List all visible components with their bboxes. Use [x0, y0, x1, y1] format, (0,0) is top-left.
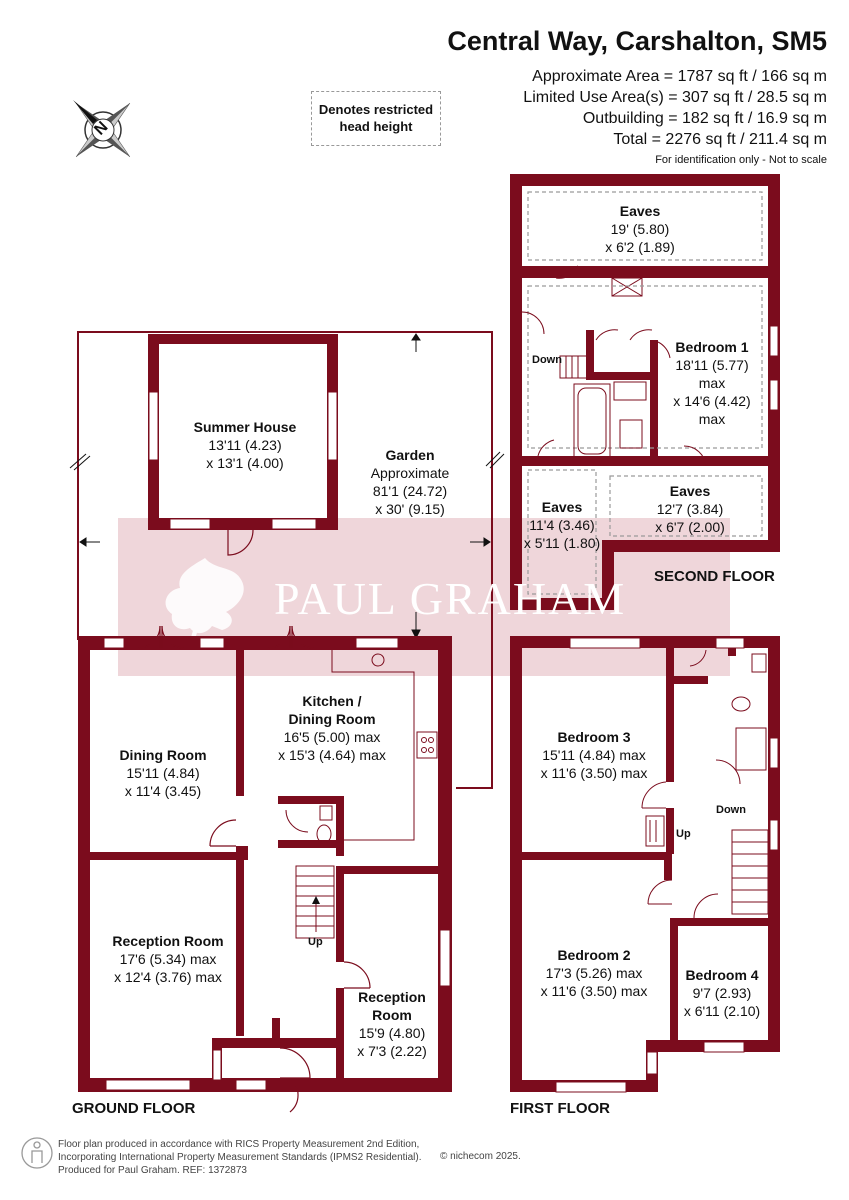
ground-floor-windows [103, 637, 451, 1091]
room-dimension: x 5'11 (1.80) [523, 535, 601, 551]
footer-copyright: © nichecom 2025. [440, 1151, 521, 1162]
room-dimension: 12'7 (3.84) [656, 501, 724, 517]
room-dimension: x 6'11 (2.10) [683, 1003, 761, 1019]
room-label-bedroom-1: Bedroom 1 18'11 (5.77) max x 14'6 (4.42)… [673, 338, 750, 428]
room-dimension: 15'11 (4.84) [126, 765, 200, 781]
room-dimension: x 6'7 (2.00) [655, 519, 725, 535]
second-floor-windows [611, 277, 779, 411]
up-arrow-icon [312, 896, 320, 904]
room-label-kitchen: Kitchen / Dining Room 16'5 (5.00) max x … [278, 692, 386, 764]
stairs-down-label-second: Down [532, 354, 562, 366]
room-label-bedroom-2: Bedroom 2 17'3 (5.26) max x 11'6 (3.50) … [541, 946, 648, 1000]
room-name: Bedroom 2 [557, 947, 631, 963]
stairs-up-label-first: Up [676, 828, 691, 840]
room-label-reception-room: Reception Room 17'6 (5.34) max x 12'4 (3… [112, 932, 223, 986]
stairs-up-label-ground: Up [308, 936, 323, 948]
room-dimension: 19' (5.80) [610, 221, 670, 237]
room-name: Dining Room [288, 711, 376, 727]
room-name: Eaves [619, 203, 661, 219]
room-dimension: x 11'4 (3.45) [124, 783, 202, 799]
room-dimension: 15'11 (4.84) max [542, 747, 646, 763]
room-name: Room [372, 1007, 412, 1023]
room-name: Kitchen / [302, 693, 362, 709]
second-floor-fittings [521, 265, 707, 467]
property-title: Central Way, Carshalton, SM5 [447, 26, 827, 56]
room-label-summer-house: Summer House 13'11 (4.23) x 13'1 (4.00) [194, 418, 297, 472]
footer-line2: Incorporating International Property Mea… [58, 1152, 422, 1163]
ground-floor-doors [137, 625, 371, 1113]
room-label-dining-room: Dining Room 15'11 (4.84) x 11'4 (3.45) [119, 746, 206, 800]
restricted-legend-line2: head height [339, 119, 413, 134]
room-dimension: x 11'6 (3.50) max [540, 983, 648, 999]
north-compass-icon [73, 100, 131, 158]
ground-floor-stairs [295, 865, 335, 939]
room-name: Bedroom 3 [557, 729, 631, 745]
room-dimension: 16'5 (5.00) max [283, 729, 381, 745]
room-label-bedroom-3: Bedroom 3 15'11 (4.84) max x 11'6 (3.50)… [541, 728, 648, 782]
first-floor-walls [510, 636, 780, 1092]
room-dimension: 15'9 (4.80) [358, 1025, 426, 1041]
identification-note: For identification only - Not to scale [655, 154, 827, 166]
restricted-legend-line1: Denotes restricted [318, 102, 434, 117]
room-dimension: 18'11 (5.77) [675, 357, 749, 373]
room-label-bedroom-4: Bedroom 4 9'7 (2.93) x 6'11 (2.10) [684, 966, 760, 1020]
room-dimension: 11'4 (3.46) [529, 517, 595, 533]
room-name: Bedroom 4 [685, 967, 759, 983]
room-dimension: 9'7 (2.93) [692, 985, 752, 1001]
second-floor-restricted-zones [527, 191, 763, 595]
room-name: Eaves [541, 499, 583, 515]
room-label-garden: Garden Approximate 81'1 (24.72) x 30' (9… [371, 446, 450, 518]
footer-line3: Produced for Paul Graham. REF: 1372873 [58, 1165, 247, 1176]
room-dimension: x 30' (9.15) [375, 501, 445, 517]
room-dimension: x 6'2 (1.89) [605, 239, 675, 255]
room-dimension: 13'11 (4.23) [208, 437, 282, 453]
stairs-down-label-first: Down [716, 804, 746, 816]
room-dimension: max [698, 375, 726, 391]
footer-line1: Floor plan produced in accordance with R… [58, 1139, 420, 1150]
summer-house-door [227, 529, 254, 556]
room-dimension: x 12'4 (3.76) max [114, 969, 222, 985]
kitchen-fittings [285, 650, 438, 844]
room-dimension: x 15'3 (4.64) max [278, 747, 386, 763]
room-dimension: x 7'3 (2.22) [357, 1043, 427, 1059]
room-name: Reception Room [112, 933, 224, 949]
room-dimension: x 13'1 (4.00) [206, 455, 284, 471]
room-label-eaves-right: Eaves 12'7 (3.84) x 6'7 (2.00) [655, 482, 725, 536]
area-line-limited-use: Limited Use Area(s) = 307 sq ft / 28.5 s… [523, 89, 827, 106]
room-dimension: x 11'6 (3.50) max [540, 765, 648, 781]
room-name: Bedroom 1 [675, 339, 749, 355]
area-line-total: Total = 2276 sq ft / 211.4 sq m [613, 131, 827, 148]
room-name: Summer House [193, 419, 297, 435]
room-label-reception-room-2: Reception Room 15'9 (4.80) x 7'3 (2.22) [357, 988, 427, 1060]
room-dimension: 17'3 (5.26) max [545, 965, 643, 981]
restricted-height-legend: Denotes restricted head height [311, 91, 441, 146]
footer-note: Floor plan produced in accordance with R… [58, 1138, 422, 1177]
room-name: Garden [385, 447, 435, 463]
watermark-text: PAUL GRAHAM [274, 573, 627, 624]
area-line-outbuilding: Outbuilding = 182 sq ft / 16.9 sq m [582, 110, 827, 127]
garden-outline [77, 331, 493, 789]
room-label-eaves-left: Eaves 11'4 (3.46) x 5'11 (1.80) [524, 498, 600, 552]
room-dimension: 81'1 (24.72) [372, 483, 448, 499]
room-note: Approximate [370, 465, 450, 481]
info-person-icon [21, 1137, 53, 1169]
area-line-approximate: Approximate Area = 1787 sq ft / 166 sq m [532, 68, 827, 85]
room-name: Eaves [669, 483, 711, 499]
second-floor-walls [510, 174, 780, 610]
first-floor-fittings [641, 649, 769, 919]
room-label-eaves-top: Eaves 19' (5.80) x 6'2 (1.89) [605, 202, 675, 256]
first-floor-windows [555, 637, 779, 1093]
room-dimension: 17'6 (5.34) max [119, 951, 217, 967]
area-summary: Approximate Area = 1787 sq ft / 166 sq m… [523, 66, 827, 150]
room-dimension: max [698, 411, 726, 427]
room-dimension: x 14'6 (4.42) [673, 393, 751, 409]
floor-label-second: SECOND FLOOR [654, 568, 775, 585]
summer-house-windows [148, 391, 338, 530]
floor-label-ground: GROUND FLOOR [72, 1100, 196, 1117]
floor-label-first: FIRST FLOOR [510, 1100, 610, 1117]
garden-arrows [69, 333, 505, 640]
room-name: Dining Room [119, 747, 207, 763]
room-name: Reception [358, 989, 426, 1005]
